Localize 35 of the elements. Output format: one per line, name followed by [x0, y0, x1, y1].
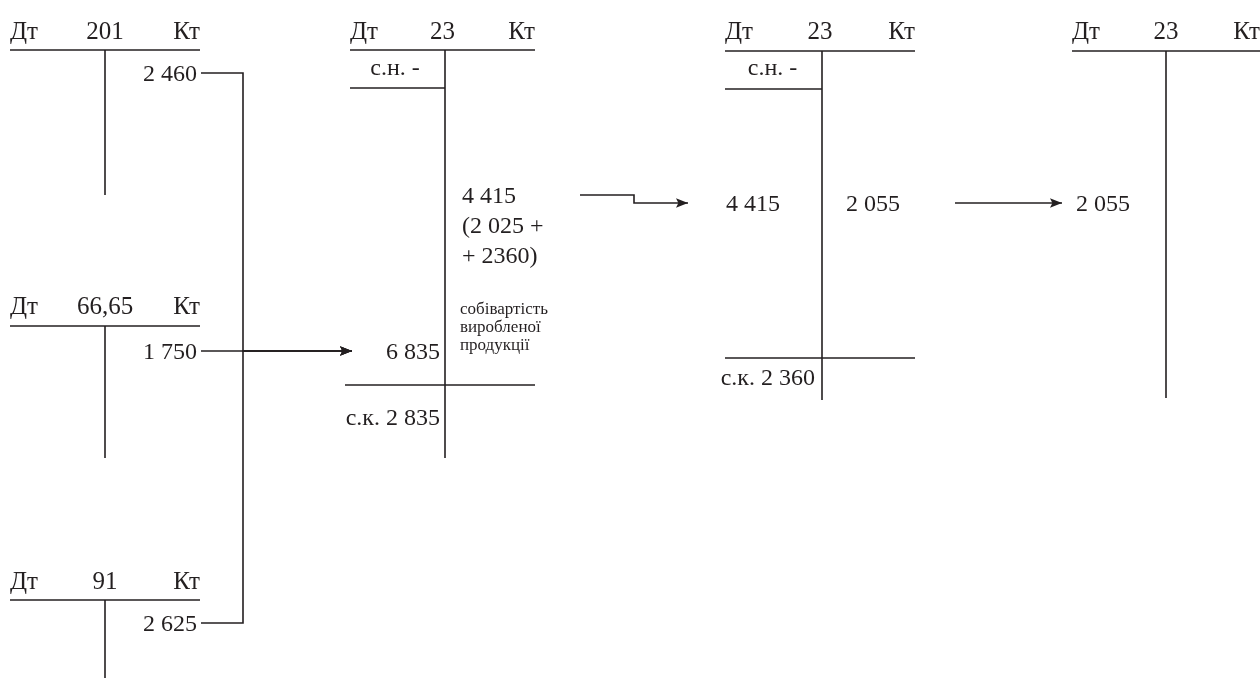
entry-amount: 4 415 — [726, 189, 781, 218]
entry-note: собівартість виробленої продукції — [460, 300, 549, 354]
debit-label: Дт — [10, 16, 38, 46]
account-number: 23 — [429, 16, 456, 46]
debit-label: Дт — [10, 566, 38, 596]
entry-amount: 2 625 — [142, 609, 197, 638]
account-number: 201 — [85, 16, 125, 46]
credit-label: Кт — [1233, 16, 1260, 46]
balance-label: с.к. 2 835 — [344, 403, 440, 432]
balance-label: с.н. - — [369, 53, 421, 82]
credit-label: Кт — [508, 16, 535, 46]
account-number: 66,65 — [75, 291, 135, 321]
credit-label: Кт — [173, 291, 200, 321]
credit-label: Кт — [173, 16, 200, 46]
entry-amount: 1 750 — [142, 337, 197, 366]
debit-label: Дт — [1072, 16, 1100, 46]
entry-amount: 2 055 — [846, 189, 901, 218]
account-number: 23 — [1152, 16, 1180, 46]
arrow — [954, 198, 1063, 208]
account-number: 91 — [91, 566, 119, 596]
credit-label: Кт — [173, 566, 200, 596]
arrow — [579, 194, 689, 208]
balance-label: с.к. 2 360 — [719, 363, 815, 392]
account-number: 23 — [806, 16, 834, 46]
entry-amount: 2 460 — [142, 59, 197, 88]
entry-amount: 2 055 — [1076, 189, 1131, 218]
debit-label: Дт — [10, 291, 38, 321]
entry-amount: 6 835 — [385, 337, 440, 366]
credit-label: Кт — [888, 16, 915, 46]
debit-label: Дт — [350, 16, 378, 46]
amount-breakdown: (2 025 + + 2360) — [462, 211, 545, 270]
balance-label: с.н. - — [746, 53, 799, 82]
arrow — [200, 346, 353, 624]
debit-label: Дт — [725, 16, 753, 46]
entry-amount: 4 415 — [462, 181, 517, 210]
